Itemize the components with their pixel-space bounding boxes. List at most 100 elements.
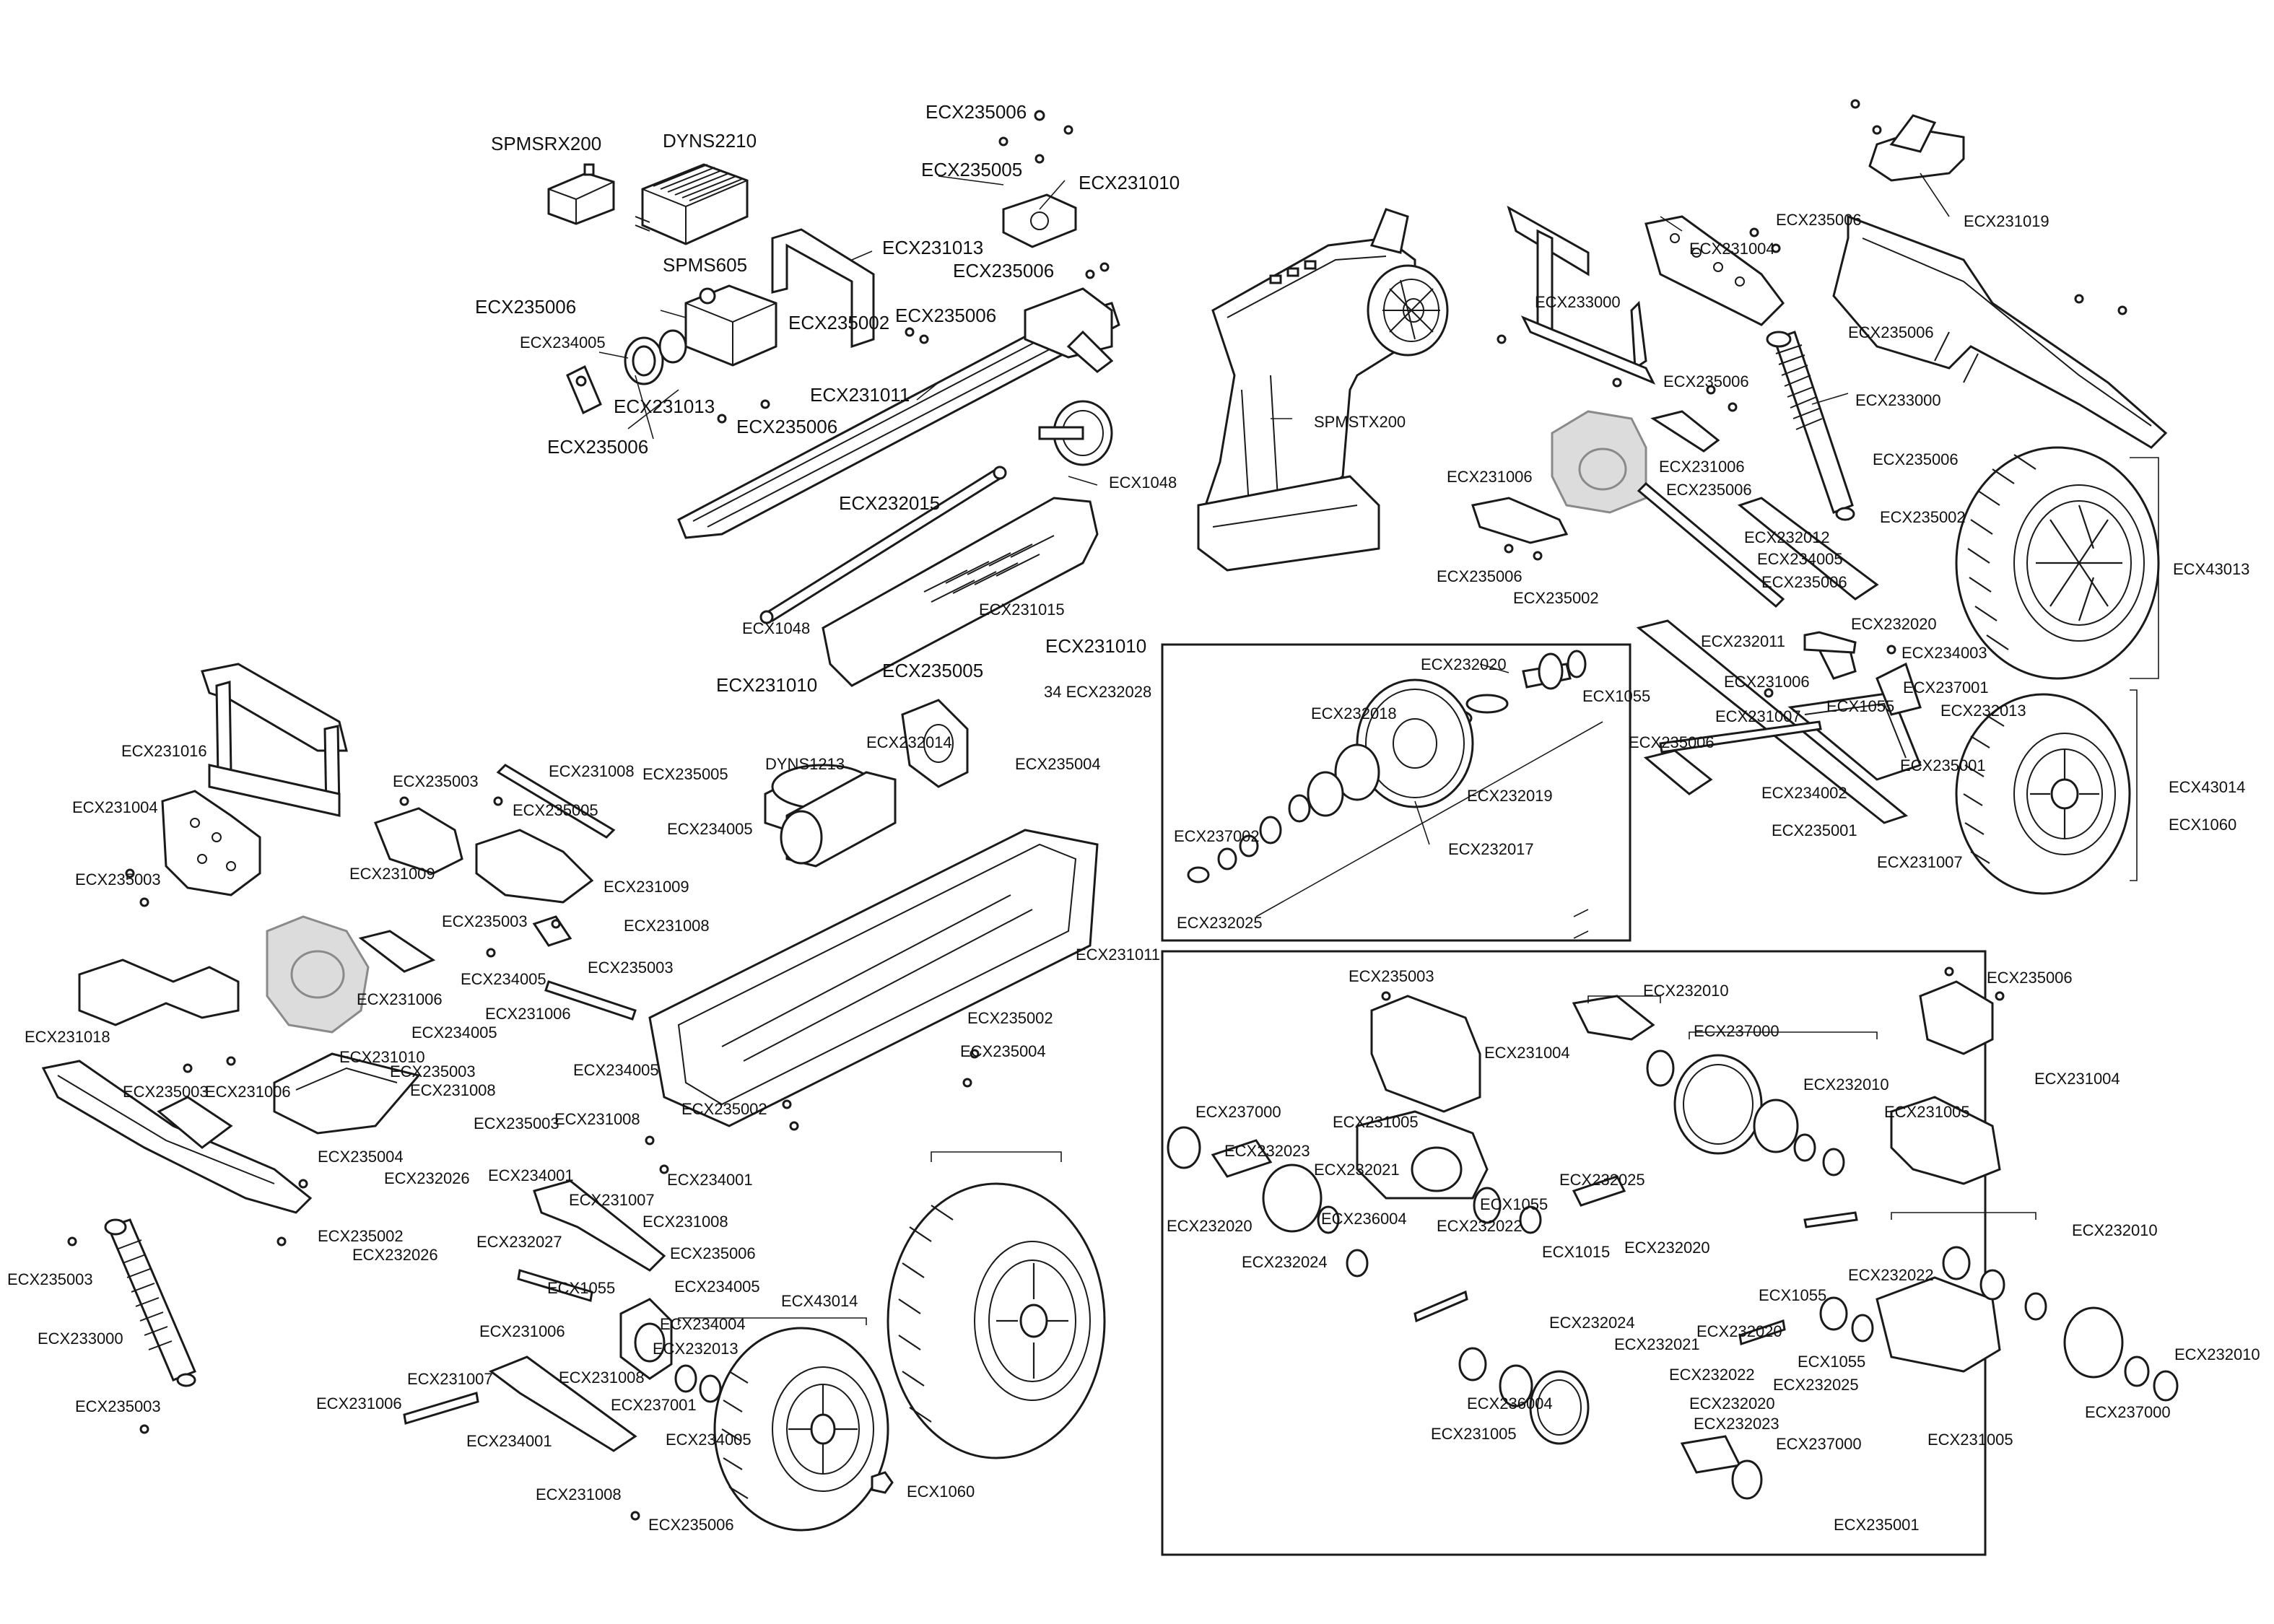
front-tire-small-part bbox=[713, 1327, 889, 1532]
label-ecx232021-d2: ECX232021 bbox=[1614, 1335, 1700, 1353]
label-ecx235003-l3: ECX235003 bbox=[442, 912, 528, 930]
label-ecx232020-d3: ECX232020 bbox=[1696, 1322, 1782, 1340]
label-ecx234005-l2: ECX234005 bbox=[461, 970, 546, 988]
rear-diff-gear-parts bbox=[1458, 1211, 2179, 1500]
battery-tray-cover-part bbox=[822, 497, 1099, 687]
label-ecx235004-mid: ECX235004 bbox=[1015, 755, 1101, 773]
label-ecx235003-l1: ECX235003 bbox=[75, 870, 161, 889]
label-ecx231010-mid: ECX231010 bbox=[1045, 635, 1146, 657]
label-ecx235003-l8: ECX235003 bbox=[7, 1270, 93, 1288]
label-ecx231010-left: ECX231010 bbox=[716, 674, 817, 696]
label-ecx234001-l2: ECX234001 bbox=[667, 1171, 753, 1189]
label-ecx232023-d2: ECX232023 bbox=[1694, 1415, 1779, 1433]
label-ecx43014-l: ECX43014 bbox=[781, 1292, 858, 1310]
label-ecx235004-l2: ECX235004 bbox=[318, 1148, 404, 1166]
front-bulkhead-part bbox=[78, 959, 240, 1026]
label-ecx232025-d2: ECX232025 bbox=[1773, 1376, 1859, 1394]
label-ecx43014-r: ECX43014 bbox=[2169, 778, 2245, 796]
label-ecx234001-l3: ECX234001 bbox=[466, 1432, 552, 1450]
label-ecx235002-l1: ECX235002 bbox=[967, 1009, 1053, 1027]
label-ecx231006-l1: ECX231006 bbox=[357, 990, 443, 1008]
label-ecx231005-d1: ECX231005 bbox=[1333, 1113, 1419, 1131]
front-diff-housing-parts bbox=[1356, 995, 1489, 1200]
front-skid-plate-part bbox=[273, 1052, 421, 1135]
label-ecx235003-l6: ECX235003 bbox=[123, 1083, 209, 1101]
label-ecx231006-l2: ECX231006 bbox=[485, 1005, 571, 1023]
label-ecx232020-d4: ECX232020 bbox=[1689, 1394, 1775, 1413]
label-ecx232023-d1: ECX232023 bbox=[1224, 1142, 1310, 1160]
label-ecx231013-top: ECX231013 bbox=[882, 237, 983, 258]
hardware-screws bbox=[67, 99, 2127, 1521]
front-bumper-part bbox=[41, 1060, 313, 1214]
label-ecx232013-l: ECX232013 bbox=[653, 1340, 739, 1358]
rear-diff-housing-parts bbox=[1876, 980, 2001, 1373]
rear-body-mount-part bbox=[1507, 205, 1656, 385]
label-ecx236004-d1: ECX236004 bbox=[1321, 1210, 1407, 1228]
rear-tire-mid-part bbox=[1955, 693, 2131, 895]
label-ecx231009-l2: ECX231009 bbox=[604, 878, 689, 896]
label-ecx232022-d2: ECX232022 bbox=[1848, 1266, 1934, 1284]
label-ecx237000-d2: ECX237000 bbox=[1195, 1103, 1281, 1121]
label-ecx231004-rtop: ECX231004 bbox=[1689, 240, 1775, 258]
label-ecx235002-l3: ECX235002 bbox=[318, 1227, 404, 1245]
label-ecx231016: ECX231016 bbox=[121, 742, 207, 760]
label-ecx232010-d3: ECX232010 bbox=[2072, 1221, 2158, 1239]
label-ecx232026-l1: ECX232026 bbox=[384, 1169, 470, 1187]
label-ecx236004-d2: ECX236004 bbox=[1467, 1394, 1553, 1413]
label-ecx231008-l3: ECX231008 bbox=[410, 1081, 496, 1099]
label-ecx1060-r: ECX1060 bbox=[2169, 816, 2236, 834]
label-ecx231006-l5: ECX231006 bbox=[316, 1394, 402, 1413]
center-diff-parts bbox=[1572, 995, 1845, 1176]
slipper-clutch-parts bbox=[1187, 650, 1587, 883]
label-ecx1055-d1: ECX1055 bbox=[1480, 1195, 1548, 1213]
label-ecx231013-servo: ECX231013 bbox=[614, 396, 715, 417]
label-ecx232011: ECX232011 bbox=[1701, 632, 1785, 650]
label-ecx231006-l4: ECX231006 bbox=[479, 1322, 565, 1340]
label-ecx235002-r1: ECX235002 bbox=[1880, 508, 1966, 526]
front-diff-gear-parts bbox=[1167, 1126, 1626, 1323]
label-ecx231008-l1: ECX231008 bbox=[549, 762, 635, 780]
label-ecx233000-rmid: ECX233000 bbox=[1855, 391, 1941, 409]
label-ecx231007-r: ECX231007 bbox=[1715, 707, 1801, 725]
label-ecx235003-l9: ECX235003 bbox=[75, 1397, 161, 1415]
spur-gear-slipper-inset-frame bbox=[1161, 643, 1632, 942]
label-ecx232013-r: ECX232013 bbox=[1940, 702, 2026, 720]
front-body-mount-part bbox=[201, 663, 348, 817]
differential-inset-frame bbox=[1161, 950, 1987, 1556]
label-ecx234005-l3: ECX234005 bbox=[411, 1023, 497, 1042]
label-ecx1055-d2: ECX1055 bbox=[1759, 1286, 1826, 1304]
label-ecx235005-mid: ECX235005 bbox=[882, 660, 983, 681]
motor-mount-part bbox=[901, 699, 969, 788]
front-shock-tower-part bbox=[161, 790, 261, 896]
label-ecx231005-d2: ECX231005 bbox=[1884, 1103, 1970, 1121]
label-ecx235006-rtop: ECX235006 bbox=[1776, 211, 1862, 229]
label-ecx232025-d1: ECX232025 bbox=[1559, 1171, 1645, 1189]
label-ecx235005-l1: ECX235005 bbox=[642, 765, 728, 783]
label-ecx235003-l5: ECX235003 bbox=[390, 1062, 476, 1081]
label-ecx235006-mid: ECX235006 bbox=[953, 260, 1054, 281]
esc-part bbox=[635, 163, 749, 245]
front-bulkhead-top-part bbox=[1002, 193, 1077, 248]
label-ecx237000-d1: ECX237000 bbox=[1694, 1022, 1779, 1040]
label-ecx235006-r4: ECX235006 bbox=[1873, 450, 1959, 468]
label-ecx231010-l: ECX231010 bbox=[339, 1048, 425, 1066]
label-ecx235001-d1: ECX235001 bbox=[1834, 1516, 1920, 1534]
label-dyns1213: DYNS1213 bbox=[765, 755, 845, 773]
label-ecx234001-l1: ECX234001 bbox=[488, 1166, 574, 1184]
label-ecx235006-servo: ECX235006 bbox=[475, 296, 576, 318]
label-ecx234005-servo: ECX234005 bbox=[520, 333, 606, 352]
front-shock-part bbox=[104, 1218, 196, 1387]
label-ecx235002-top: ECX235002 bbox=[788, 312, 889, 333]
rear-bumper-part bbox=[1832, 214, 2168, 449]
label-ecx231004-l: ECX231004 bbox=[72, 798, 158, 816]
label-ecx1015: ECX1015 bbox=[1542, 1243, 1610, 1261]
label-ecx231008-l5: ECX231008 bbox=[642, 1213, 728, 1231]
rear-tire-top-part bbox=[1955, 446, 2160, 680]
label-ecx235003-d1: ECX235003 bbox=[1349, 967, 1434, 985]
label-ecx235006-top: ECX235006 bbox=[925, 101, 1027, 123]
label-ecx237001-r: ECX237001 bbox=[1903, 678, 1989, 697]
label-ecx232024-d2: ECX232024 bbox=[1549, 1314, 1635, 1332]
label-ecx233000-rtop: ECX233000 bbox=[1535, 293, 1621, 311]
label-ecx235006-rmid2: ECX235006 bbox=[1663, 372, 1749, 390]
